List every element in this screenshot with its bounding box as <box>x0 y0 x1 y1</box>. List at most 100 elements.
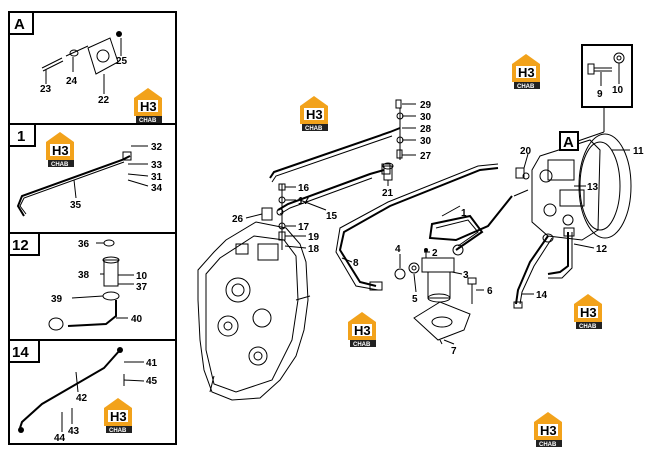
label-40: 40 <box>131 314 143 325</box>
svg-text:H3: H3 <box>306 107 323 122</box>
label-32: 32 <box>151 142 163 153</box>
svg-text:12: 12 <box>12 237 29 254</box>
label-20: 20 <box>520 146 532 157</box>
svg-text:H3: H3 <box>580 305 597 320</box>
label-22: 22 <box>98 95 110 106</box>
svg-text:H3: H3 <box>140 99 157 114</box>
label-4: 4 <box>395 244 401 255</box>
fittings-16-19 <box>261 183 286 250</box>
svg-text:CHAB: CHAB <box>539 442 557 448</box>
label-12: 12 <box>596 244 608 255</box>
label-35: 35 <box>70 200 82 211</box>
label-41: 41 <box>146 358 158 369</box>
pipe-15 <box>276 163 391 216</box>
label-9: 9 <box>597 89 603 100</box>
svg-text:A: A <box>563 134 574 151</box>
svg-text:CHAB: CHAB <box>109 428 127 434</box>
detail-box-a <box>581 44 633 108</box>
label-10-detail: 10 <box>612 85 624 96</box>
svg-text:CHAB: CHAB <box>139 118 157 124</box>
watermark-logo: H3 CHAB <box>300 96 328 132</box>
label-30b: 30 <box>420 136 432 147</box>
label-38: 38 <box>78 270 90 281</box>
fitting-20 <box>515 167 530 180</box>
watermark-logo: H3 CHAB <box>534 412 562 448</box>
label-10: 10 <box>136 271 148 282</box>
svg-text:14: 14 <box>12 344 29 361</box>
svg-text:CHAB: CHAB <box>305 126 323 132</box>
label-14: 14 <box>536 290 548 301</box>
label-21: 21 <box>382 188 394 199</box>
label-36: 36 <box>78 239 90 250</box>
svg-text:CHAB: CHAB <box>51 162 69 168</box>
label-37: 37 <box>136 282 148 293</box>
label-8: 8 <box>353 258 359 269</box>
panel-title-14: 14 <box>8 339 40 363</box>
left-panel-frame <box>8 11 177 445</box>
label-11: 11 <box>633 146 644 157</box>
pipe-14 <box>513 233 554 309</box>
svg-text:H3: H3 <box>110 409 127 424</box>
label-18: 18 <box>308 244 320 255</box>
pipe-12 <box>547 227 575 279</box>
label-24: 24 <box>66 76 78 87</box>
label-7: 7 <box>451 346 457 357</box>
svg-text:CHAB: CHAB <box>579 324 597 330</box>
panel-title-a: A <box>8 11 34 35</box>
bolt-6 <box>467 277 477 304</box>
label-25: 25 <box>116 56 128 67</box>
watermark-logo: H3 CHAB <box>104 398 132 434</box>
label-39: 39 <box>51 294 63 305</box>
filter-assembly <box>394 248 455 303</box>
panel-title-1: 1 <box>8 123 36 147</box>
panel-14-drawing <box>18 347 145 433</box>
main-leader-lines <box>245 103 630 345</box>
svg-text:H3: H3 <box>540 423 557 438</box>
panel-a-drawing <box>41 31 122 94</box>
converter-housing <box>513 133 632 241</box>
label-2: 2 <box>432 248 438 259</box>
panel-title-12: 12 <box>8 232 40 256</box>
label-33: 33 <box>151 160 163 171</box>
label-17a: 17 <box>298 196 310 207</box>
svg-text:1: 1 <box>17 128 25 145</box>
label-26: 26 <box>232 214 244 225</box>
label-34: 34 <box>151 183 163 194</box>
label-42: 42 <box>76 393 88 404</box>
bracket-7 <box>413 301 471 345</box>
watermark-logo: H3 CHAB <box>348 312 376 348</box>
panel-1-drawing <box>16 145 149 217</box>
label-3: 3 <box>463 270 469 281</box>
detail-box-drawing <box>587 52 625 86</box>
label-29: 29 <box>420 100 432 111</box>
svg-text:H3: H3 <box>518 65 535 80</box>
label-5: 5 <box>412 294 418 305</box>
label-15: 15 <box>326 211 338 222</box>
watermark-logo: H3 CHAB <box>46 132 74 168</box>
watermark-logo: H3 CHAB <box>574 294 602 330</box>
transmission-housing <box>197 221 311 401</box>
svg-text:A: A <box>14 16 25 33</box>
label-28: 28 <box>420 124 432 135</box>
label-30a: 30 <box>420 112 432 123</box>
fitting-21 <box>382 162 394 181</box>
watermark-logo: H3 CHAB <box>134 88 162 124</box>
label-16: 16 <box>298 183 310 194</box>
label-43: 43 <box>68 426 80 437</box>
svg-text:CHAB: CHAB <box>353 342 371 348</box>
label-6: 6 <box>487 286 493 297</box>
label-19: 19 <box>308 232 320 243</box>
watermark-logo: H3 CHAB <box>512 54 540 90</box>
label-27: 27 <box>420 151 432 162</box>
panel-12-drawing <box>48 239 134 331</box>
label-17b: 17 <box>298 222 310 233</box>
svg-text:H3: H3 <box>354 323 371 338</box>
pipe-1 <box>428 195 513 256</box>
label-13: 13 <box>587 182 599 193</box>
pipe-top <box>269 99 404 183</box>
label-44: 44 <box>54 433 66 444</box>
label-1: 1 <box>461 208 467 219</box>
label-45: 45 <box>146 376 158 387</box>
callout-a: A <box>559 131 605 151</box>
